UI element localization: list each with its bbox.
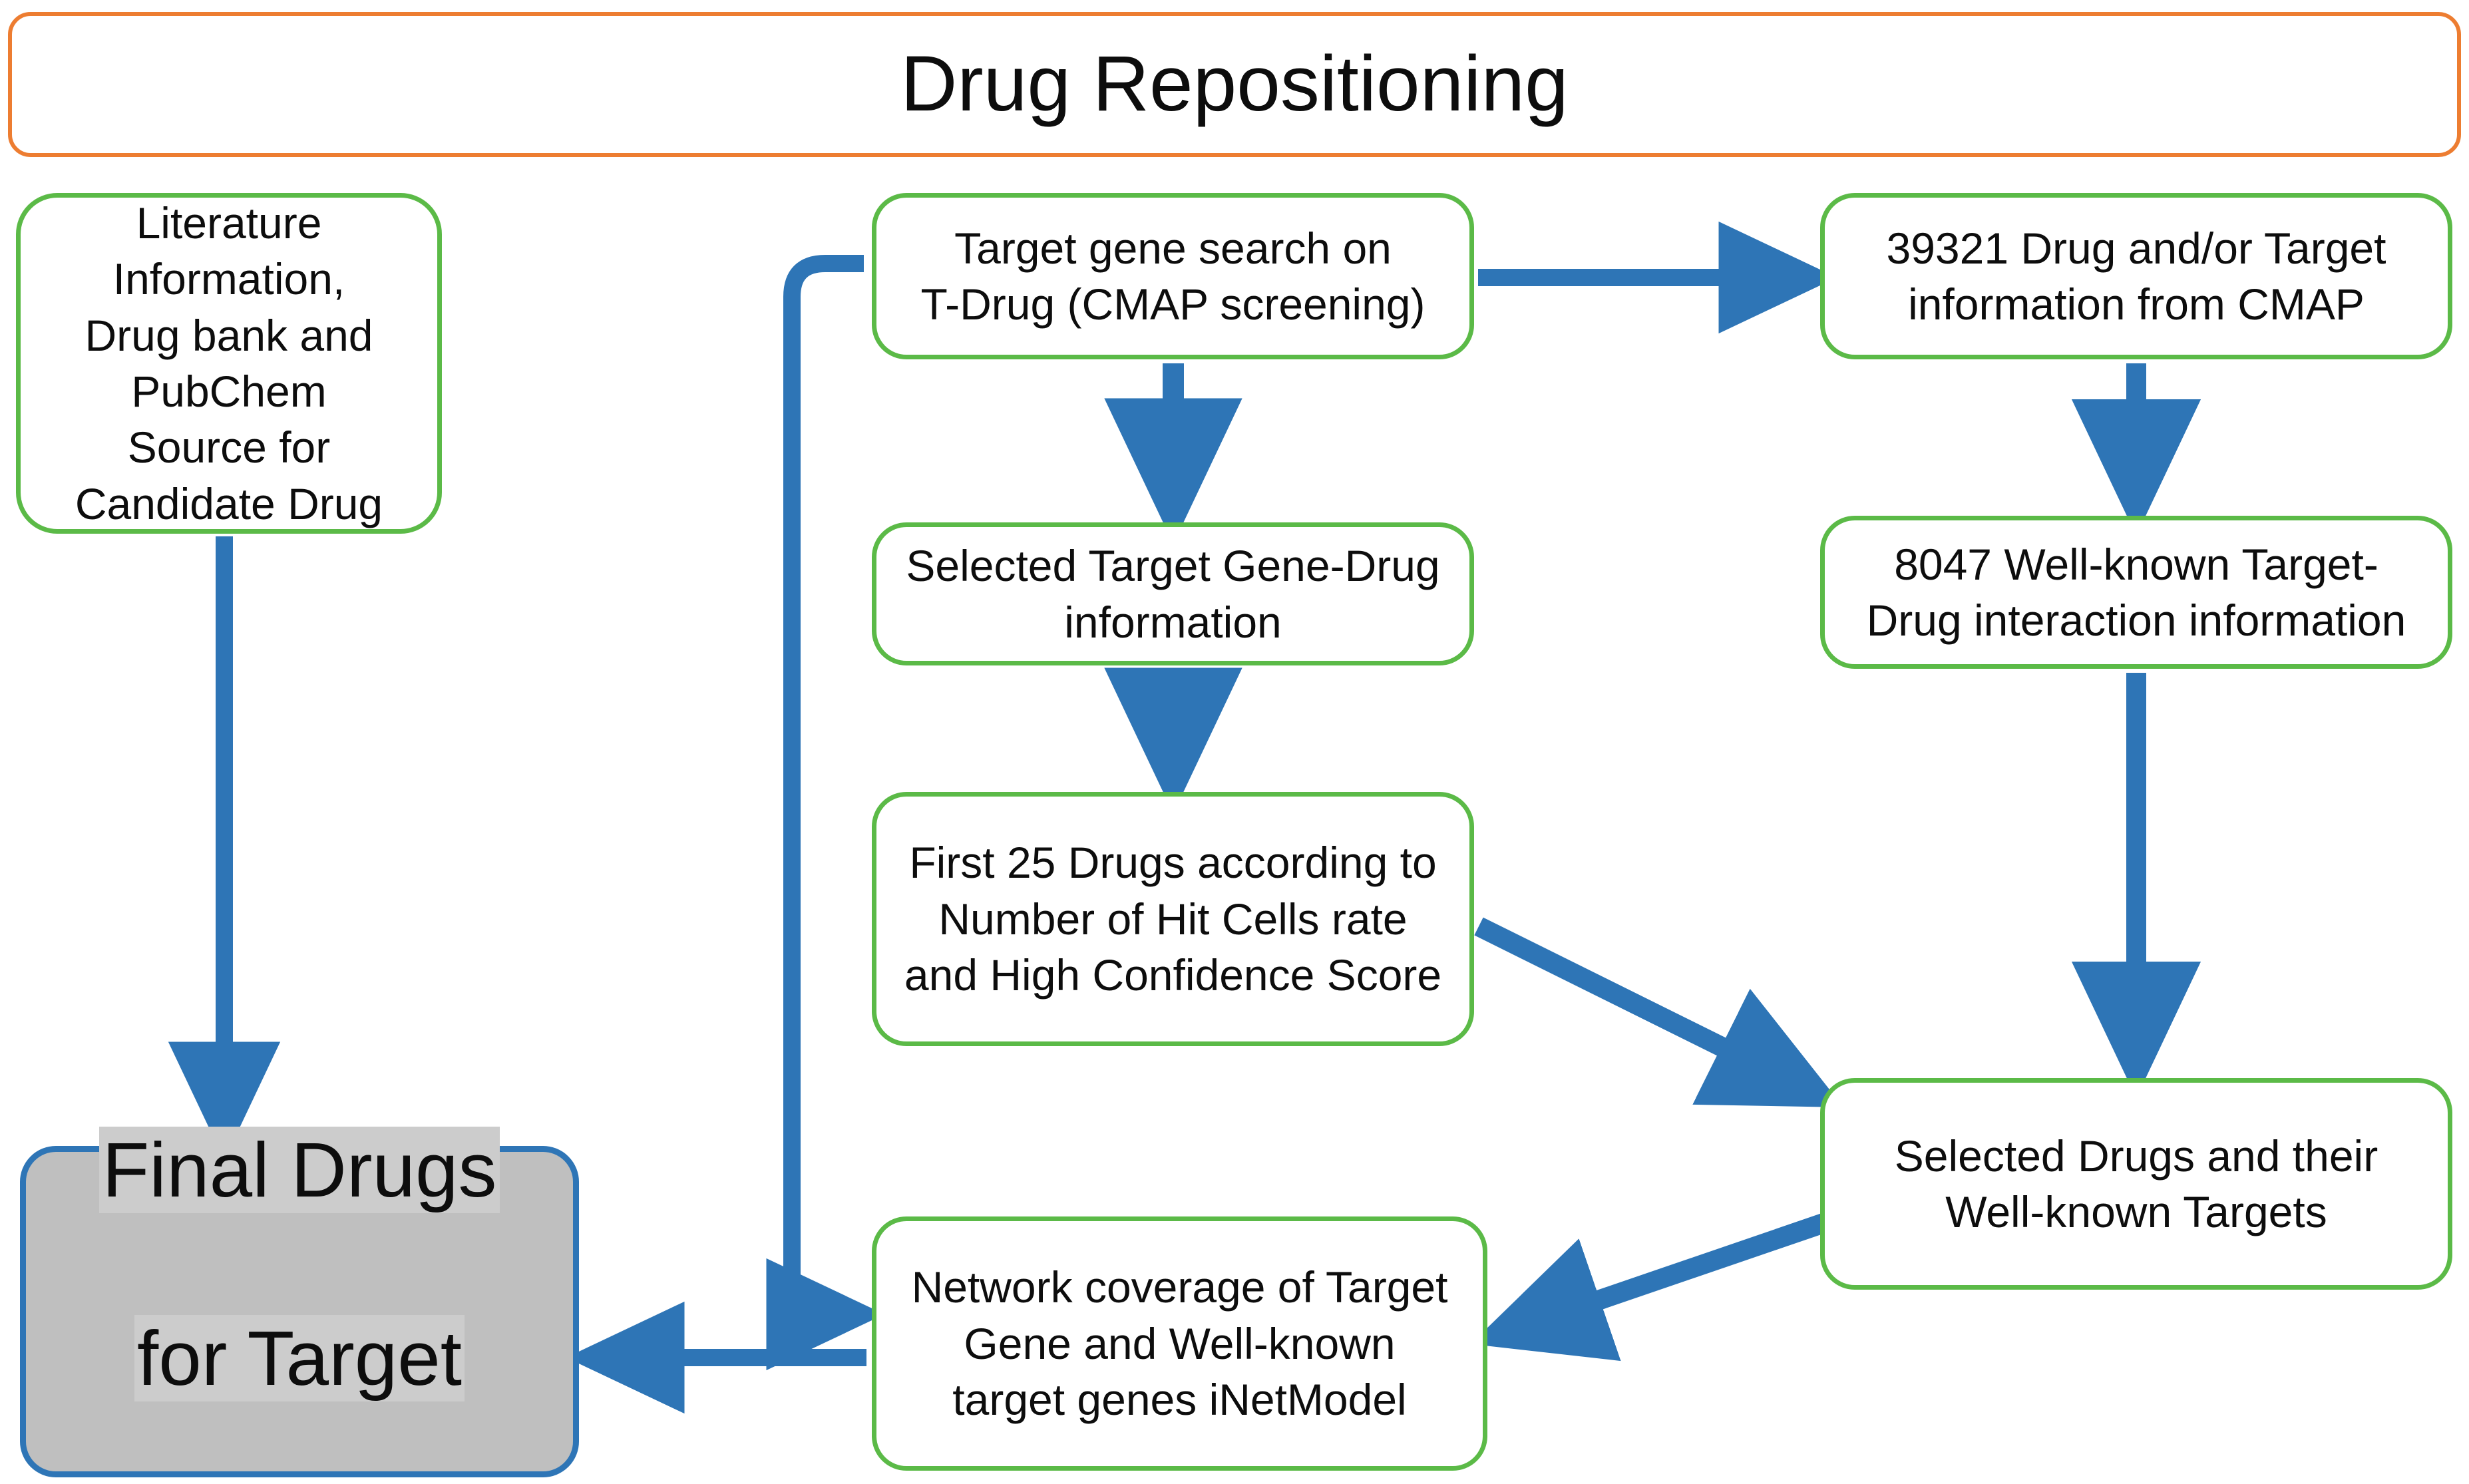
node-selected-target-gene-drug-info[interactable]: Selected Target Gene-Drug information bbox=[872, 522, 1474, 665]
node-selected-target-gene-drug-info-label: Selected Target Gene-Drug information bbox=[906, 541, 1440, 647]
node-wellknown-target-drug-interaction-info[interactable]: 8047 Well-known Target- Drug interaction… bbox=[1820, 516, 2452, 669]
node-cmap-drug-target-info[interactable]: 39321 Drug and/or Target information fro… bbox=[1820, 193, 2452, 359]
node-network-coverage-inetmodel[interactable]: Network coverage of Target Gene and Well… bbox=[872, 1216, 1487, 1471]
node-final-drugs-line-2: for Target bbox=[134, 1315, 465, 1401]
node-cmap-drug-target-info-label: 39321 Drug and/or Target information fro… bbox=[1886, 223, 2386, 329]
node-selected-drugs-and-targets-label: Selected Drugs and their Well-known Targ… bbox=[1894, 1131, 2378, 1236]
edge-first25-to-selected-drugs bbox=[1474, 917, 1844, 1107]
node-literature-sources-label: Literature Information, Drug bank and Pu… bbox=[75, 198, 383, 528]
node-final-drugs-label: Final Drugs for Target Gene bbox=[26, 1029, 573, 1484]
page-title: Drug Repositioning bbox=[8, 12, 2461, 157]
node-wellknown-target-drug-interaction-info-label: 8047 Well-known Target- Drug interaction… bbox=[1866, 539, 2406, 645]
node-network-coverage-inetmodel-label: Network coverage of Target Gene and Well… bbox=[911, 1262, 1448, 1425]
node-literature-sources[interactable]: Literature Information, Drug bank and Pu… bbox=[16, 193, 442, 534]
page-title-text: Drug Repositioning bbox=[900, 40, 1569, 128]
edge-target-search-to-network-coverage bbox=[766, 255, 885, 1371]
edge-selected-drugs-to-network-coverage bbox=[1470, 1213, 1827, 1362]
node-target-gene-search[interactable]: Target gene search on T-Drug (CMAP scree… bbox=[872, 193, 1474, 359]
node-first-25-drugs[interactable]: First 25 Drugs according to Number of Hi… bbox=[872, 792, 1474, 1046]
node-final-drugs-for-target-gene[interactable]: Final Drugs for Target Gene bbox=[20, 1126, 579, 1477]
node-first-25-drugs-label: First 25 Drugs according to Number of Hi… bbox=[904, 838, 1442, 1000]
node-final-drugs-line-1: Final Drugs bbox=[99, 1126, 500, 1213]
node-selected-drugs-and-targets[interactable]: Selected Drugs and their Well-known Targ… bbox=[1820, 1078, 2452, 1290]
node-target-gene-search-label: Target gene search on T-Drug (CMAP scree… bbox=[920, 223, 1425, 329]
